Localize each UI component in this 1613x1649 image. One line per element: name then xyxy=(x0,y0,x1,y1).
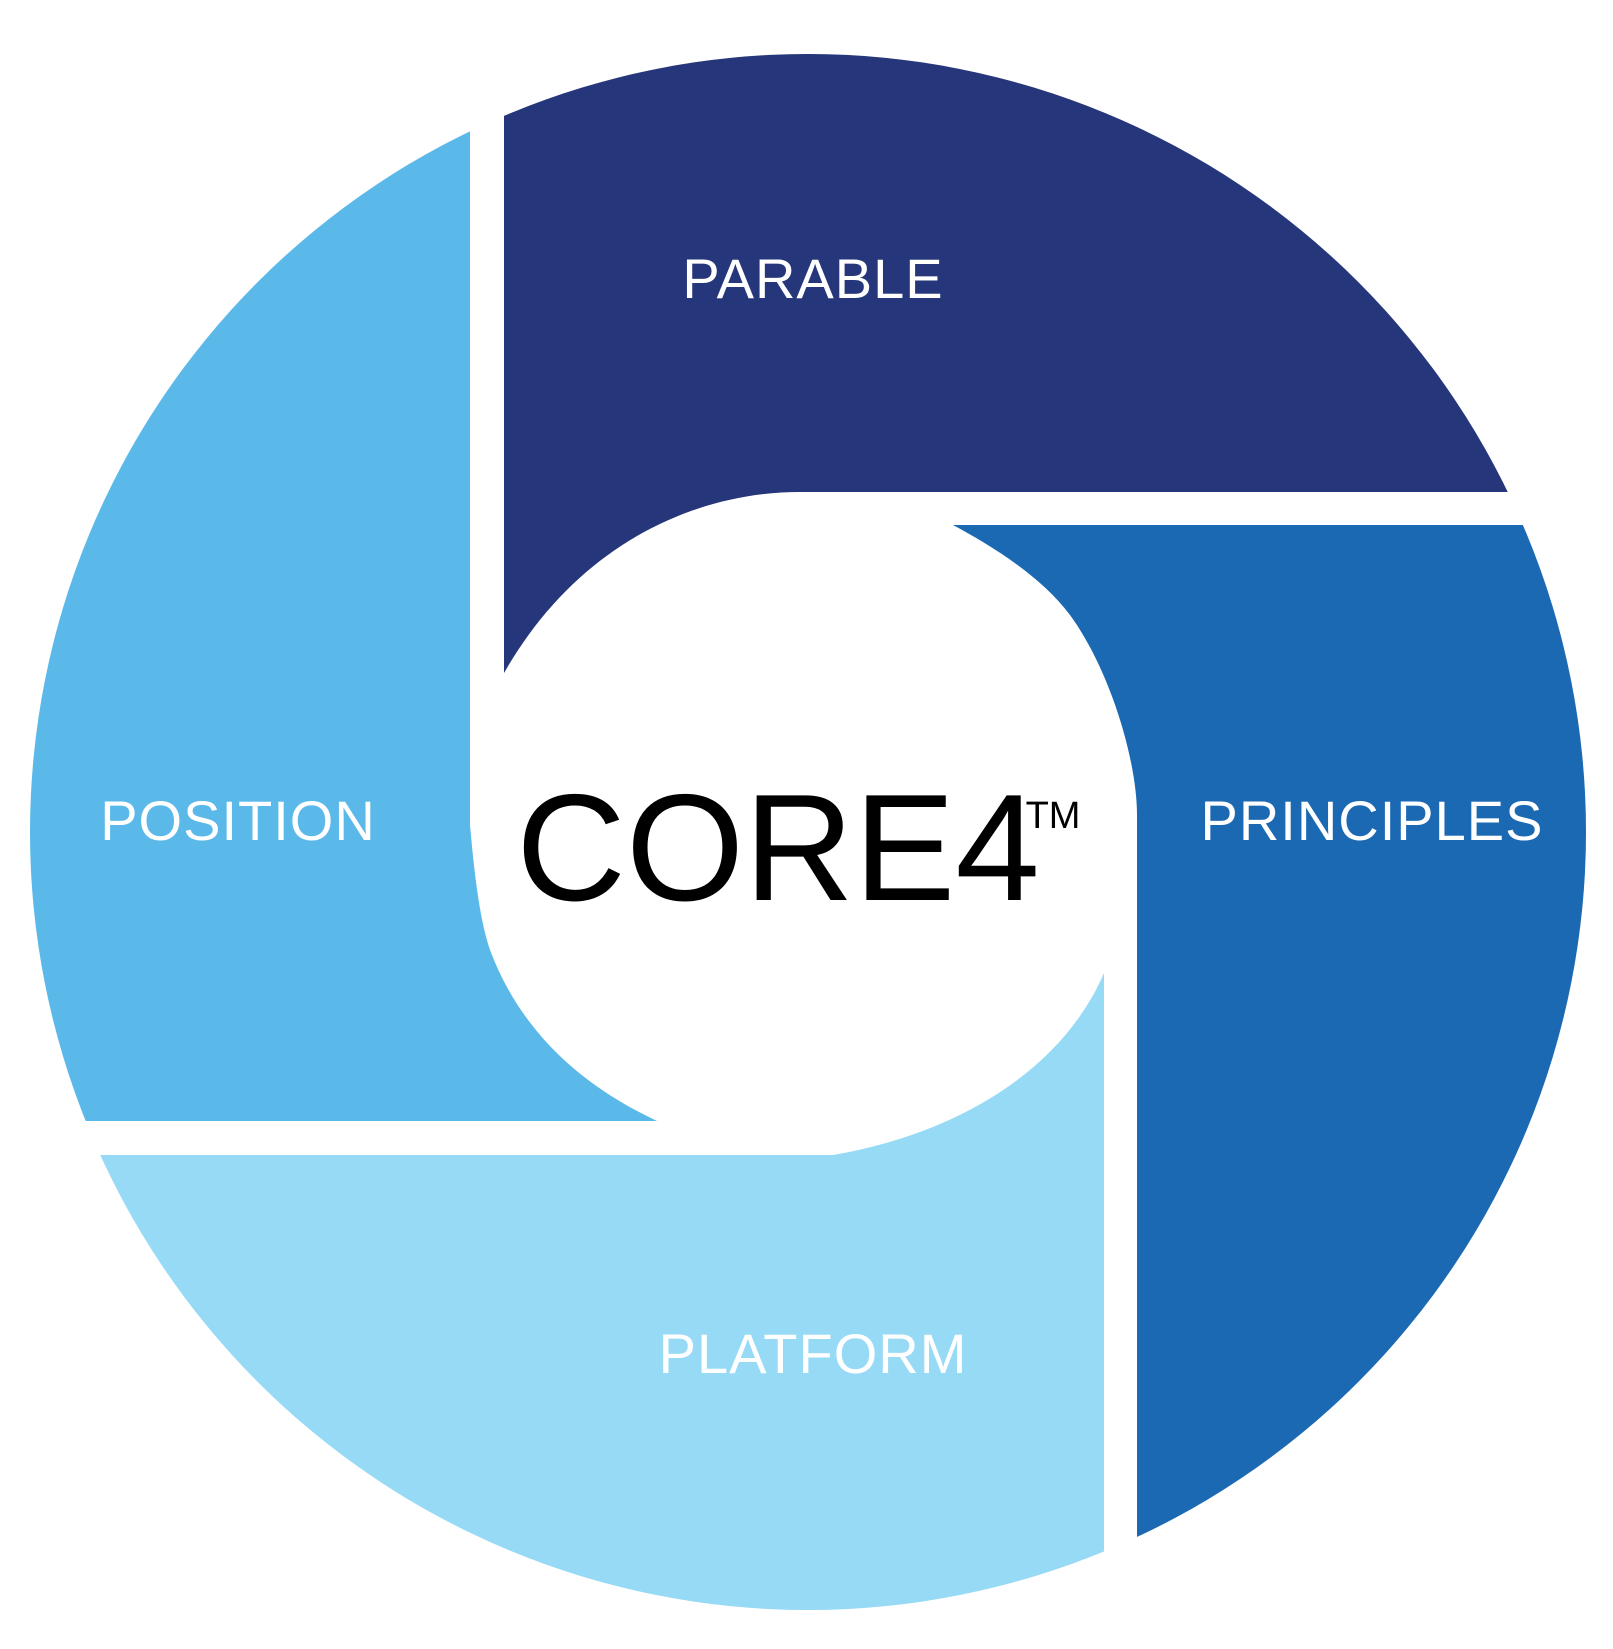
label-principles: PRINCIPLES xyxy=(1201,789,1544,852)
label-parable: PARABLE xyxy=(682,247,943,310)
trademark-mark: TM xyxy=(1026,795,1081,837)
label-position: POSITION xyxy=(100,789,376,852)
center-title: CORE4 xyxy=(516,763,1040,933)
label-platform: PLATFORM xyxy=(659,1322,968,1385)
